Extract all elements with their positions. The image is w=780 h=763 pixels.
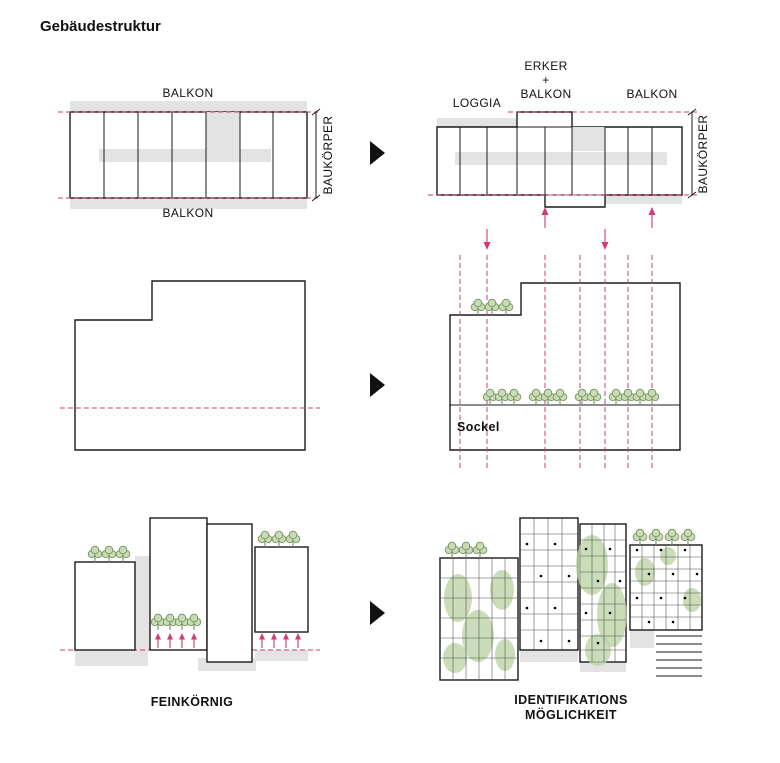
vegetation (490, 570, 514, 610)
building-outline (74, 280, 306, 451)
datum-lines (428, 111, 700, 196)
arrow-up-icon (270, 632, 278, 649)
panel-plan-after: BAUKÖRPER LOGGIA ERKER + BALKON BALKON (428, 59, 710, 251)
vegetation (660, 547, 676, 565)
balcony-zone-top (70, 101, 307, 112)
shadow (520, 650, 578, 662)
building-block (206, 523, 253, 663)
dimension-ticks (311, 108, 321, 202)
building-block (74, 561, 136, 651)
label-balkon-top: BALKON (162, 86, 213, 100)
shadow (255, 650, 308, 661)
grid-datum-lines (459, 255, 653, 470)
page-title: Gebäudestruktur (40, 18, 161, 35)
building-block (519, 517, 579, 651)
tree-icon (680, 528, 696, 546)
tree-icon (285, 530, 301, 548)
label-erker-2: + (542, 73, 549, 87)
push-pull-arrow-icons (482, 206, 657, 251)
tree-icon (664, 528, 680, 546)
panel-elevation-before: FEINKÖRNIG (60, 517, 320, 709)
arrow-up-icon (540, 206, 550, 229)
arrow-right-icon (370, 373, 385, 397)
dimension-baukoerper: BAUKÖRPER (687, 108, 710, 199)
loggia-recess (572, 127, 605, 151)
core-zone (206, 112, 240, 149)
shadow (75, 650, 148, 666)
panel-massing-before (60, 280, 320, 451)
facade-grid (520, 518, 578, 650)
vegetation (635, 558, 655, 586)
corridor-zone (455, 152, 667, 165)
panel-plan-before: BAUKÖRPER BALKON BALKON (58, 86, 335, 220)
roof-garden-building (629, 544, 703, 631)
tree-icon (444, 541, 460, 559)
balcony-strip-left (437, 118, 517, 127)
arrow-up-icon (258, 632, 266, 649)
arrow-up-icon (294, 632, 302, 649)
label-erker-3: BALKON (520, 87, 571, 101)
tree-icon (101, 545, 117, 563)
arrow-up-icon (647, 206, 657, 229)
panel-massing-after: Sockel (449, 255, 681, 470)
label-loggia: LOGGIA (453, 96, 501, 110)
shadow (580, 662, 626, 672)
label-balkon: BALKON (626, 87, 677, 101)
label-erker-1: ERKER (524, 59, 567, 73)
tree-icon (87, 545, 103, 563)
planted-tower (576, 523, 627, 666)
tree-icon (648, 528, 664, 546)
arrow-right-icon (370, 601, 385, 625)
building-block (149, 517, 208, 651)
label-baukoerper: BAUKÖRPER (696, 115, 710, 194)
vegetation (597, 583, 627, 647)
shadow (135, 556, 150, 650)
vegetation (462, 610, 494, 662)
tree-icon (458, 541, 474, 559)
vegetation (683, 588, 701, 612)
arrow-up-icon (282, 632, 290, 649)
tree-icon (115, 545, 131, 563)
arrow-down-icon (482, 228, 492, 251)
shadow (630, 630, 654, 648)
arrow-down-icon (600, 228, 610, 251)
panel-elevation-after: IDENTIFIKATIONS MÖGLICHKEIT (439, 517, 703, 722)
balcony-zone-bottom (70, 198, 307, 209)
tree-icon (498, 298, 514, 316)
corridor-zone (99, 149, 271, 162)
window-tower (519, 517, 579, 651)
facade-grid (580, 524, 626, 662)
bay-lines (103, 112, 274, 198)
roof-tree-icons (470, 298, 514, 316)
caption-moeglichkeit: MÖGLICHKEIT (525, 707, 617, 722)
tree-icon (472, 541, 488, 559)
green-facade-building (439, 557, 519, 681)
label-baukoerper: BAUKÖRPER (321, 116, 335, 195)
arrow-right-icon (370, 141, 385, 165)
tree-icon (470, 298, 486, 316)
label-balkon-bottom: BALKON (162, 206, 213, 220)
dimension-baukoerper: BAUKÖRPER (311, 108, 335, 202)
balcony-strip-right (605, 195, 682, 204)
facade-grid (440, 558, 518, 680)
facade-grid (630, 545, 702, 630)
dimension-ticks (687, 108, 697, 199)
building-outline (449, 282, 681, 451)
caption-identifikations: IDENTIFIKATIONS (514, 693, 627, 707)
tree-icon (271, 530, 287, 548)
tree-icon (632, 528, 648, 546)
bay-lines (459, 112, 653, 207)
datum-lines (58, 111, 318, 199)
tree-icon (257, 530, 273, 548)
caption-feinkoernig: FEINKÖRNIG (151, 694, 233, 709)
ground-stripes (656, 635, 702, 677)
label-sockel: Sockel (457, 420, 500, 434)
building-block (254, 546, 309, 633)
